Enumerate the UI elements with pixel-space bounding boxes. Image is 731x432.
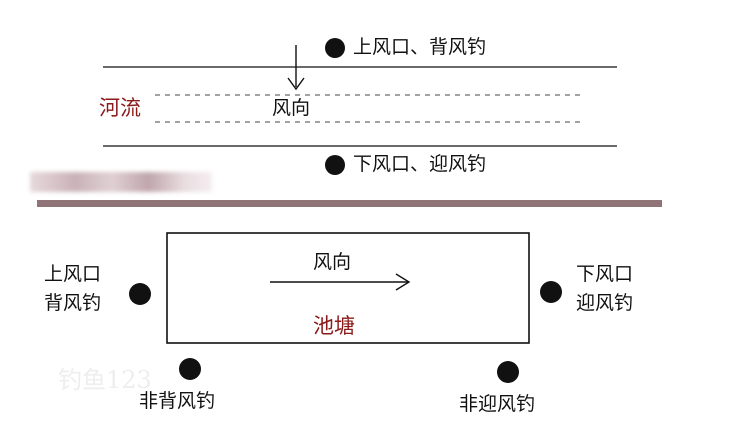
pond-label: 池塘: [313, 314, 355, 338]
section-divider: [37, 200, 662, 207]
river-downwind-spot-icon: [325, 155, 345, 175]
river-wind-label: 风向: [272, 97, 311, 119]
pond-outline: [166, 232, 530, 344]
pond-non-facing-spot-icon: [497, 361, 519, 383]
pond-downwind-spot-icon: [540, 281, 562, 303]
pond-wind-arrow-icon: [270, 273, 411, 291]
pond-non-back-label: 非背风钓: [139, 390, 216, 412]
pond-wind-label: 风向: [313, 251, 352, 273]
pond-upwind-label-line2: 背风钓: [44, 292, 102, 314]
pond-downwind-label-line2: 迎风钓: [576, 292, 634, 314]
river-label: 河流: [99, 96, 141, 120]
pond-non-back-spot-icon: [179, 358, 201, 380]
watermark: 钓鱼123: [58, 366, 152, 394]
river-wind-arrow-icon: [287, 45, 305, 91]
blurred-strip: [30, 172, 212, 192]
pond-upwind-spot-icon: [129, 283, 151, 305]
river-upwind-spot-icon: [325, 38, 345, 58]
river-downwind-label: 下风口、迎风钓: [353, 153, 487, 175]
pond-non-facing-label: 非迎风钓: [459, 393, 536, 415]
river-upwind-label: 上风口、背风钓: [353, 36, 487, 58]
pond-upwind-label-line1: 上风口: [44, 263, 102, 285]
pond-downwind-label-line1: 下风口: [576, 263, 634, 285]
